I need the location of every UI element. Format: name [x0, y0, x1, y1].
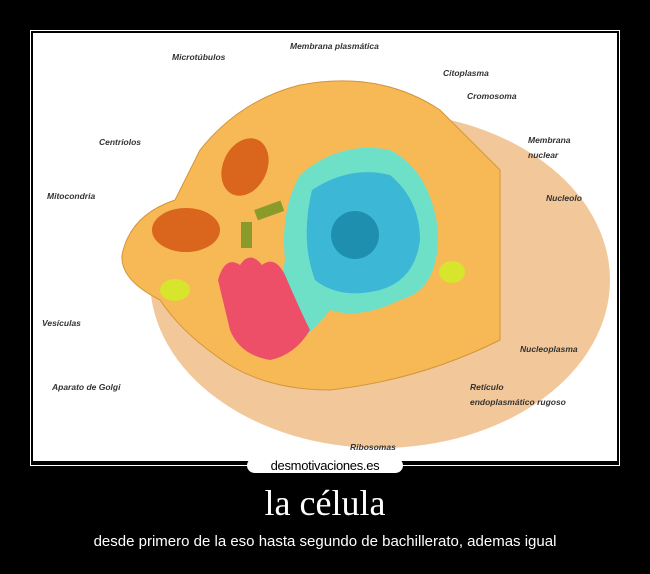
- vesicle-1: [160, 279, 190, 301]
- mitochondrion-left: [152, 208, 220, 252]
- label-nucleolo: Nucleolo: [546, 193, 582, 203]
- centriole-2: [241, 222, 252, 248]
- label-microtubulos: Microtúbulos: [172, 52, 226, 62]
- nucleolus: [331, 211, 379, 259]
- label-reticulo-2: endoplasmático rugoso: [470, 397, 566, 407]
- watermark: desmotivaciones.es: [247, 458, 403, 473]
- label-citoplasma: Citoplasma: [443, 68, 489, 78]
- poster-title: la célula: [264, 483, 386, 523]
- label-golgi: Aparato de Golgi: [52, 382, 121, 392]
- label-centriolos: Centriolos: [99, 137, 142, 147]
- label-membrana-nuclear-1: Membrana: [528, 135, 571, 145]
- label-reticulo-1: Retículo: [470, 382, 504, 392]
- label-membrana-nuclear-2: nuclear: [528, 150, 559, 160]
- label-membrana-plasmatica: Membrana plasmática: [290, 41, 379, 51]
- label-ribosomas: Ribosomas: [350, 442, 396, 452]
- label-mitocondria: Mitocondria: [47, 191, 96, 201]
- poster-subtitle: desde primero de la eso hasta segundo de…: [93, 533, 557, 550]
- label-vesiculas: Vesículas: [42, 318, 81, 328]
- mitochondrion-top: [221, 138, 269, 196]
- label-nucleoplasma: Nucleoplasma: [520, 344, 578, 354]
- golgi-apparatus: [218, 257, 310, 360]
- label-cromosoma: Cromosoma: [467, 91, 517, 101]
- vesicle-2: [439, 261, 465, 283]
- centriole-1: [254, 200, 285, 221]
